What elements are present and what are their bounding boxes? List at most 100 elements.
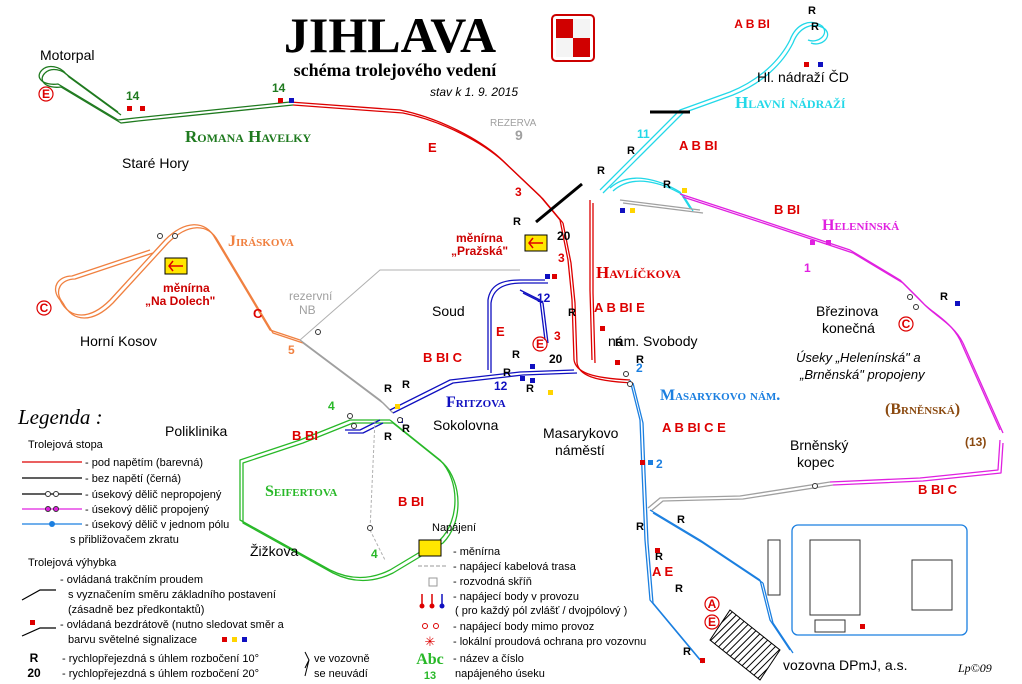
switch-r-15: R xyxy=(677,514,685,526)
date-label: stav k 1. 9. 2015 xyxy=(430,85,518,99)
section-number-n14a: 14 xyxy=(126,89,140,103)
legend-brace xyxy=(304,651,310,677)
page-subtitle: schéma trolejového vedení xyxy=(294,60,498,80)
section-number-n4b: 4 xyxy=(371,547,378,561)
route-label-r-ae: A E xyxy=(652,564,674,579)
section-number-n14b: 14 xyxy=(272,81,286,95)
legend-substation-symbol xyxy=(418,539,442,557)
route-label-r-abbie: A B BI E xyxy=(594,300,645,315)
section-brnenska: (Brněnská) xyxy=(885,401,960,418)
coat-q2 xyxy=(573,19,590,38)
switch-r-18: R xyxy=(675,583,683,595)
terminal-ring-t_voz_e xyxy=(704,614,720,630)
terminal-t-voz_e: E xyxy=(708,615,716,629)
page-title: JIHLAVA xyxy=(284,7,496,63)
line-hlavni-gray-a xyxy=(619,199,701,211)
coat-q4 xyxy=(573,38,590,57)
route-label-r-abbice: A B BI C E xyxy=(662,420,726,435)
coat-q1 xyxy=(556,19,573,38)
place-zizkova: Žižkova xyxy=(250,543,298,559)
line-jiraskova-gray-b xyxy=(302,342,394,414)
line-kosov-loop-a xyxy=(55,249,151,301)
line-havlickova-a xyxy=(559,219,575,361)
line-heleninska-east-a xyxy=(959,339,1001,431)
feed-point-1 xyxy=(127,106,132,111)
line-e-section-b xyxy=(292,104,564,224)
section-masarykovo: Masarykovo nám. xyxy=(660,387,780,404)
switch-r-4: R xyxy=(597,165,605,177)
line-hlavni-b xyxy=(602,24,829,194)
place-menirna-n1: měnírna xyxy=(163,281,210,295)
line-vozovna-access-b xyxy=(652,512,764,584)
place-brezinova2: konečná xyxy=(822,320,875,336)
terminal-t-abbi: A B BI xyxy=(734,17,770,31)
feed-point-21 xyxy=(818,62,823,67)
section-divider-12 xyxy=(397,417,403,423)
legend-napajeni-n8: - název a číslo xyxy=(453,653,524,665)
section-number-n5: 5 xyxy=(288,343,295,357)
place-menirna-n2: „Na Dolech" xyxy=(145,294,215,308)
legend-napajeni-n2: - napájecí kabelová trasa xyxy=(453,561,577,573)
feed-point-4 xyxy=(289,98,294,103)
section-divider-10 xyxy=(351,423,357,429)
feed-point-17 xyxy=(620,208,625,213)
depot-hall-4 xyxy=(814,619,846,633)
feed-point-18 xyxy=(630,208,635,213)
legend-napajeni-n3: - rozvodná skříň xyxy=(453,576,532,588)
legend-abc-symbol: Abc xyxy=(416,651,444,668)
legend-stopa-pod: - pod napětím (barevná) xyxy=(85,457,203,469)
legend-stopa-pro: - úsekový dělič propojený xyxy=(85,504,210,516)
line-fritzova-north-a xyxy=(487,279,545,370)
line-masarykovo-b xyxy=(632,382,704,664)
route-label-r-c: C xyxy=(253,306,263,321)
section-divider-11 xyxy=(367,525,373,531)
place-menirna-p2: „Pražská" xyxy=(451,244,508,258)
line-romana-west-b xyxy=(41,72,139,124)
place-useky1: Úseky „Helenínská" a xyxy=(796,350,921,365)
feed-point-25 xyxy=(600,326,605,331)
switch-r-14: R xyxy=(940,291,948,303)
line-hlavni-gray-b xyxy=(622,202,704,214)
legend-divider-b-nepro xyxy=(53,491,59,497)
section-divider-1 xyxy=(157,233,163,239)
switch-r-7: R xyxy=(402,379,410,391)
legend-20-symbol: 20 xyxy=(27,666,41,680)
legend-vyhybka-v7: - rychlopřejezdná s úhlem rozbočení 20° xyxy=(62,668,259,680)
legend-vyhybka-v1: - ovládaná trakčním proudem xyxy=(60,574,203,586)
feed-point-22 xyxy=(395,404,400,409)
legend-feed-off-1 xyxy=(422,623,428,629)
line-vozovna-access-a xyxy=(649,509,761,581)
terminal-ring-t_kosov xyxy=(36,300,52,316)
place-nam-svobody: nám. Svobody xyxy=(608,333,698,349)
legend-vyhybka-v2: s vyznačením směru základního postavení xyxy=(68,589,276,601)
line-brnensky-a xyxy=(647,481,831,509)
switch-r-21: R xyxy=(402,423,410,435)
legend-stopa-jedno2: s přibližovačem zkratu xyxy=(70,534,179,546)
terminal-ring-t_voz_a xyxy=(704,596,720,612)
legend-single-pole xyxy=(49,521,55,527)
legend-feed-off-2 xyxy=(433,623,439,629)
line-motorpal-loop-b xyxy=(44,68,122,116)
line-havlickova-b xyxy=(562,222,578,364)
feed-point-9 xyxy=(615,360,620,365)
rail-crossing-1 xyxy=(535,182,583,224)
section-number-n13: (13) xyxy=(965,435,986,449)
line-depot-entry-b xyxy=(762,582,794,654)
legend-r-symbol: R xyxy=(30,651,39,665)
feed-point-24 xyxy=(548,390,553,395)
section-divider-3 xyxy=(315,329,321,335)
section-number-n3a: 3 xyxy=(515,185,522,199)
place-motorpal: Motorpal xyxy=(40,47,94,63)
section-number-n20b: 20 xyxy=(549,352,563,366)
line-fritzova-a xyxy=(389,369,575,411)
section-havlickova: Havlíčkova xyxy=(596,263,681,282)
legend-stopa-title: Trolejová stopa xyxy=(28,439,104,451)
switch-r-19: R xyxy=(683,646,691,658)
route-label-r-bbi3: B BI xyxy=(398,494,424,509)
line-havlickova-east-b xyxy=(592,203,596,364)
section-number-n12b: 12 xyxy=(494,379,508,393)
section-number-n2b: 2 xyxy=(656,457,663,471)
place-sokolovna: Sokolovna xyxy=(433,417,499,433)
legend-napajeni-n9: napájeného úseku xyxy=(455,668,545,680)
depot-hall-1 xyxy=(809,539,861,616)
